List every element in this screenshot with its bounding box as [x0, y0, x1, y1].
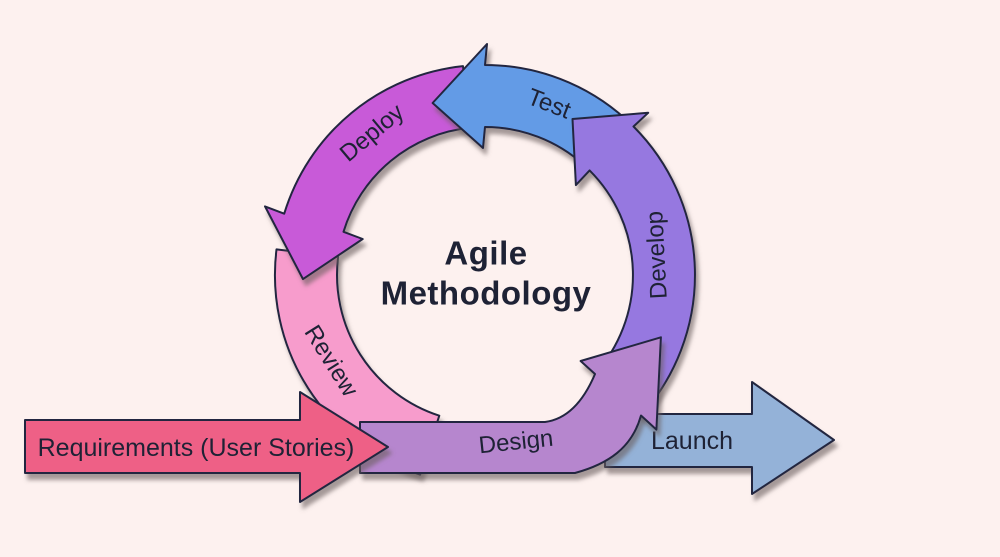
title-line-1: Agile	[444, 235, 527, 272]
develop-arc-segment	[571, 111, 696, 417]
requirements-arrow-group: Requirements (User Stories)	[24, 391, 389, 503]
launch-arrow-group: Launch	[604, 381, 835, 495]
develop-segment-group: Develop	[571, 111, 696, 417]
title-line-2: Methodology	[381, 275, 592, 312]
design-segment-group: Design	[359, 336, 662, 474]
requirements-label: Requirements (User Stories)	[38, 434, 355, 462]
launch-arrow	[604, 381, 835, 495]
review-segment-group: Review	[273, 248, 441, 476]
review-arc-segment	[273, 248, 441, 476]
deploy-arc-segment	[264, 65, 471, 281]
diagram-title: Agile Methodology	[381, 235, 592, 312]
develop-label: Develop	[641, 210, 673, 299]
design-band-segment	[359, 336, 662, 474]
launch-label: Launch	[651, 427, 733, 455]
requirements-arrow	[24, 391, 389, 503]
